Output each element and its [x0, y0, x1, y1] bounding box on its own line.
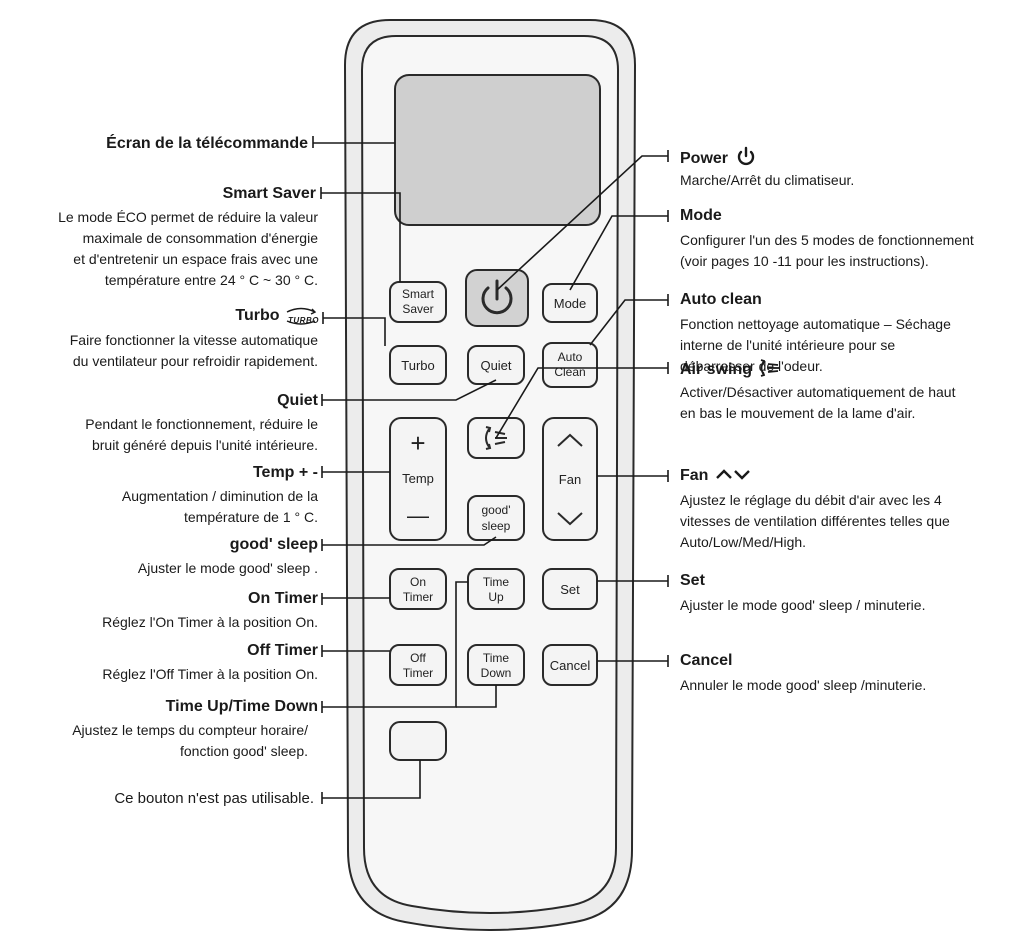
off-timer-label-2: Timer [403, 666, 433, 680]
remote-inner-shell [360, 35, 620, 914]
turbo-icon: TURBO [284, 307, 318, 325]
auto-clean-button[interactable]: Auto Clean [542, 342, 598, 388]
air-swing-desc: Activer/Désactiver automatiquement de ha… [680, 384, 956, 421]
fan-title-text: Fan [680, 467, 709, 484]
smart-saver-desc: Le mode ÉCO permet de réduire la valeur … [58, 209, 318, 288]
turbo-label: Turbo [401, 358, 434, 373]
mode-button[interactable]: Mode [542, 283, 598, 323]
turbo-desc: Faire fonctionner la vitesse automatique… [69, 332, 318, 369]
mode-title: Mode [680, 207, 722, 224]
time-up-label-1: Time [483, 575, 510, 589]
auto-clean-desc: Fonction nettoyage automatique – Séchage… [680, 316, 951, 374]
set-desc: Ajuster le mode good' sleep / minuterie. [680, 597, 926, 613]
smart-saver-title: Smart Saver [222, 185, 316, 202]
fan-down-icon [557, 512, 583, 526]
auto-clean-title: Auto clean [680, 291, 762, 308]
smart-saver-label-1: Smart [402, 287, 435, 301]
temp-minus-label: — [407, 503, 429, 528]
screen-title: Écran de la télécommande [106, 135, 308, 152]
air-swing-title: Air swing [680, 358, 782, 380]
quiet-label: Quiet [480, 358, 511, 373]
fan-title: Fan [680, 466, 751, 486]
auto-clean-label-2: Clean [554, 365, 585, 379]
cancel-label: Cancel [550, 658, 591, 673]
power-icon [738, 146, 755, 166]
power-button[interactable] [465, 269, 529, 327]
smart-saver-label-2: Saver [402, 302, 433, 316]
unused-title: Ce bouton n'est pas utilisable. [114, 790, 314, 807]
auto-clean-label-1: Auto [558, 350, 583, 364]
off-timer-title: Off Timer [247, 642, 318, 659]
fan-label: Fan [559, 472, 581, 487]
set-label: Set [560, 582, 580, 597]
leader-lines [312, 136, 669, 804]
set-title: Set [680, 572, 705, 589]
turbo-title-text: Turbo [235, 307, 280, 324]
unused-button[interactable] [389, 721, 447, 761]
fan-desc: Ajustez le réglage du débit d'air avec l… [680, 492, 950, 550]
fan-rocker[interactable]: Fan [542, 417, 598, 541]
temp-plus-label: + [410, 428, 425, 458]
good-sleep-desc: Ajuster le mode good' sleep . [137, 560, 318, 576]
smart-saver-button[interactable]: Smart Saver [389, 281, 447, 323]
fan-up-icon [557, 433, 583, 447]
on-timer-title: On Timer [248, 590, 318, 607]
good-sleep-label-1: good' [482, 503, 511, 517]
on-timer-button[interactable]: On Timer [389, 568, 447, 610]
power-desc: Marche/Arrêt du climatiseur. [680, 172, 855, 188]
on-timer-label-2: Timer [403, 590, 433, 604]
quiet-button[interactable]: Quiet [467, 345, 525, 385]
air-swing-icon [761, 359, 780, 377]
air-swing-title-text: Air swing [680, 361, 753, 378]
mode-label: Mode [554, 296, 587, 311]
time-down-button[interactable]: Time Down [467, 644, 525, 686]
set-button[interactable]: Set [542, 568, 598, 610]
air-swing-icon [485, 426, 507, 450]
turbo-button[interactable]: Turbo [389, 345, 447, 385]
power-title-text: Power [680, 150, 729, 167]
time-up-button[interactable]: Time Up [467, 568, 525, 610]
temp-title: Temp + - [252, 464, 318, 481]
on-timer-desc: Réglez l'On Timer à la position On. [102, 614, 318, 630]
time-updown-title: Time Up/Time Down [165, 698, 318, 715]
good-sleep-title: good' sleep [229, 536, 318, 553]
turbo-title: Turbo TURBO [235, 306, 318, 326]
off-timer-button[interactable]: Off Timer [389, 644, 447, 686]
cancel-desc: Annuler le mode good' sleep /minuterie. [680, 677, 927, 693]
temp-rocker[interactable]: + Temp — [389, 417, 447, 541]
time-down-label-2: Down [481, 666, 512, 680]
fan-up-down-icon [716, 469, 750, 480]
power-title: Power [680, 146, 757, 169]
off-timer-label-1: Off [410, 651, 426, 665]
temp-desc: Augmentation / diminution de la températ… [121, 488, 318, 525]
temp-label: Temp [402, 471, 434, 486]
quiet-title: Quiet [277, 392, 318, 409]
quiet-desc: Pendant le fonctionnement, réduire le br… [85, 416, 318, 453]
good-sleep-button[interactable]: good' sleep [467, 495, 525, 541]
cancel-button[interactable]: Cancel [542, 644, 598, 686]
remote-screen [394, 74, 601, 226]
time-up-label-2: Up [488, 590, 504, 604]
time-down-label-1: Time [483, 651, 510, 665]
mode-desc: Configurer l'un des 5 modes de fonctionn… [680, 232, 974, 269]
cancel-title: Cancel [680, 652, 733, 669]
on-timer-label-1: On [410, 575, 426, 589]
time-updown-desc: Ajustez le temps du compteur horaire/ fo… [72, 722, 308, 759]
good-sleep-label-2: sleep [482, 519, 511, 533]
off-timer-desc: Réglez l'Off Timer à la position On. [102, 666, 318, 682]
